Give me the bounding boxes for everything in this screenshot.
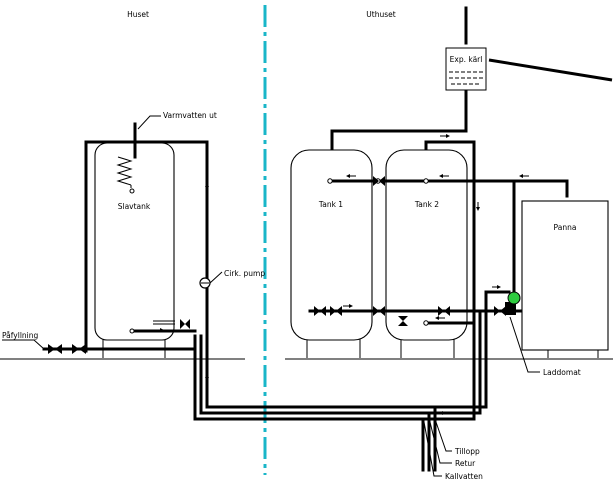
label-cirk-pump: Cirk. pump xyxy=(224,269,265,278)
pipe-top-header xyxy=(424,140,476,409)
slavtank: Slavtank xyxy=(94,122,197,358)
leader-laddomat xyxy=(509,316,540,373)
panna-label: Panna xyxy=(554,223,577,232)
laddomat-pump-icon xyxy=(507,291,521,305)
exp-karl-label: Exp. kärl xyxy=(450,55,483,64)
slavtank-body xyxy=(94,142,175,341)
tank-1-body xyxy=(290,149,373,341)
laddomat-body xyxy=(505,302,516,315)
pipe-to-laddomat xyxy=(433,290,511,409)
pipe-underground-3 xyxy=(205,334,437,472)
exp-karl: Exp. kärl xyxy=(445,47,487,91)
leader-kallvatten xyxy=(423,421,442,477)
label-varmvatten-ut: Varmvatten ut xyxy=(163,111,217,120)
label-tillopp: Tillopp xyxy=(454,447,480,456)
slavtank-label: Slavtank xyxy=(118,202,151,211)
leader-tillopp xyxy=(435,421,452,452)
leader-pafyllning xyxy=(2,339,45,350)
region-label-uthuset: Uthuset xyxy=(366,10,395,19)
laddomat xyxy=(505,291,521,315)
leader-varmvatten-ut xyxy=(137,115,161,130)
valves xyxy=(48,176,506,354)
label-pafyllning: Påfyllning xyxy=(2,331,38,340)
pipe-underground-1 xyxy=(193,334,425,472)
flow-arrows xyxy=(152,134,529,415)
roof-line xyxy=(488,58,613,82)
panna: Panna xyxy=(521,200,609,358)
pipe-to-exp-karl xyxy=(330,76,468,152)
leader-cirk-pump xyxy=(209,271,223,284)
tank-1-label: Tank 1 xyxy=(318,200,343,209)
tank-2: Tank 2 xyxy=(385,149,468,358)
label-retur: Retur xyxy=(455,459,476,468)
label-laddomat: Laddomat xyxy=(543,368,581,377)
tank-1: Tank 1 xyxy=(290,149,373,358)
slavtank-coil xyxy=(116,156,133,186)
tank-2-body xyxy=(385,149,468,341)
region-label-huset: Huset xyxy=(127,10,149,19)
pipe-underground-2 xyxy=(199,334,431,472)
slavtank-coil-port xyxy=(129,188,135,194)
exp-karl-body xyxy=(445,47,487,91)
panna-body xyxy=(521,200,609,351)
leader-retur xyxy=(429,421,452,464)
pipe-slavtank-loop xyxy=(84,140,209,353)
tank-2-label: Tank 2 xyxy=(414,200,439,209)
label-kallvatten: Kallvatten xyxy=(445,472,483,480)
